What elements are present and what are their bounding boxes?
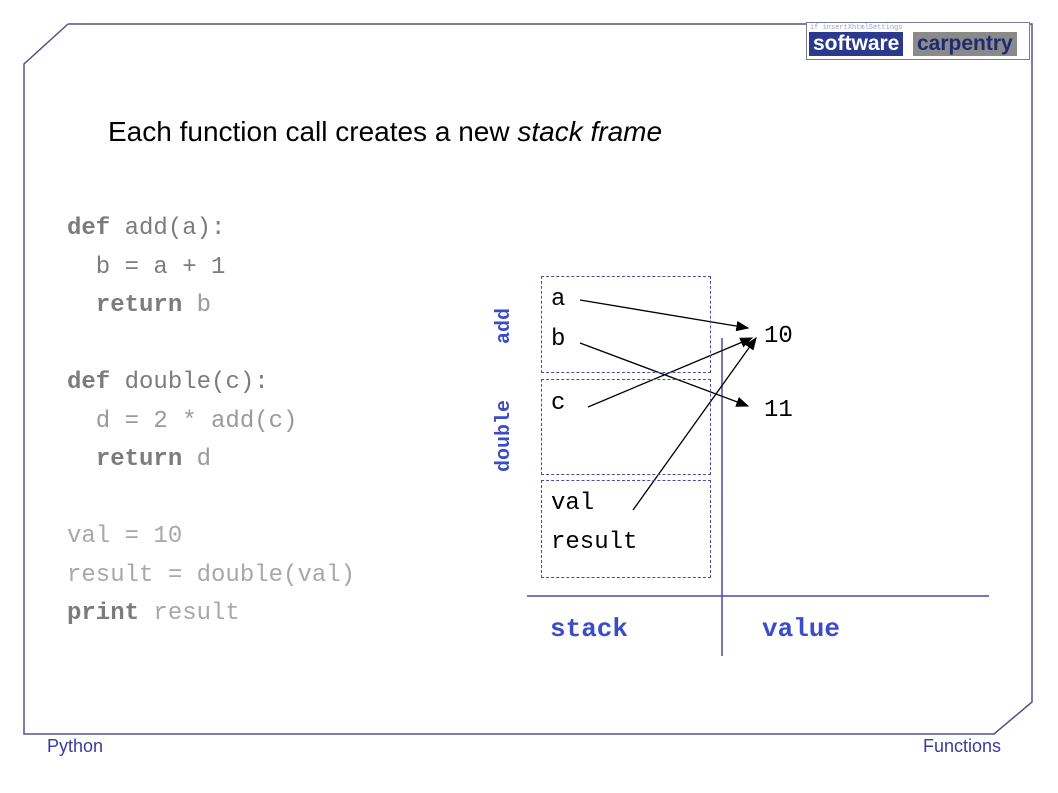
code-keyword: def [67, 369, 111, 396]
stack-frame-double [541, 379, 711, 475]
arrow-val-to-10 [632, 336, 757, 511]
code-text: double(c): [110, 369, 269, 396]
value-10: 10 [764, 323, 793, 350]
code-text: add(a): [110, 215, 226, 242]
arrow-a-to-10 [579, 299, 750, 332]
stack-var-a: a [551, 286, 566, 313]
slide-title: Each function call creates a new stack f… [108, 112, 662, 152]
title-emphasis: stack frame [517, 116, 663, 147]
code-keyword: print [67, 600, 140, 627]
code-text: b [182, 292, 212, 319]
code-text: result [139, 600, 240, 627]
frame-label-add: add [493, 307, 516, 344]
code-keyword: return [95, 446, 183, 473]
logo-word-carpentry: carpentry [913, 32, 1017, 56]
stack-var-val: val [551, 490, 595, 517]
code-text: result = double(val) [67, 561, 356, 589]
code-indent [67, 446, 96, 473]
title-plain: Each function call creates a new [108, 116, 518, 147]
software-carpentry-logo: if insertXhtmlSettings document.getEle..… [806, 22, 1030, 60]
code-text: b = a + 1 [67, 253, 226, 281]
code-indent [67, 292, 96, 319]
axis-label-value: value [762, 614, 841, 644]
code-listing: def add(a): b = a + 1 return b def doubl… [67, 210, 355, 634]
code-text: d = 2 * add(c) [67, 407, 298, 435]
stack-var-c: c [551, 390, 566, 417]
stack-var-b: b [551, 326, 566, 353]
frame-label-double: double [493, 399, 516, 472]
stack-frame-add [541, 276, 711, 373]
footer-left: Python [47, 736, 104, 756]
code-keyword: def [67, 215, 111, 242]
footer-right: Functions [922, 736, 1001, 756]
logo-word-software: software [809, 32, 904, 56]
value-11: 11 [764, 397, 793, 424]
code-text: val = 10 [67, 523, 183, 550]
stack-var-result: result [551, 529, 638, 556]
axis-label-stack: stack [550, 614, 629, 644]
code-keyword: return [95, 292, 183, 319]
code-text: d [182, 446, 212, 473]
stack-frame-global [541, 480, 711, 578]
